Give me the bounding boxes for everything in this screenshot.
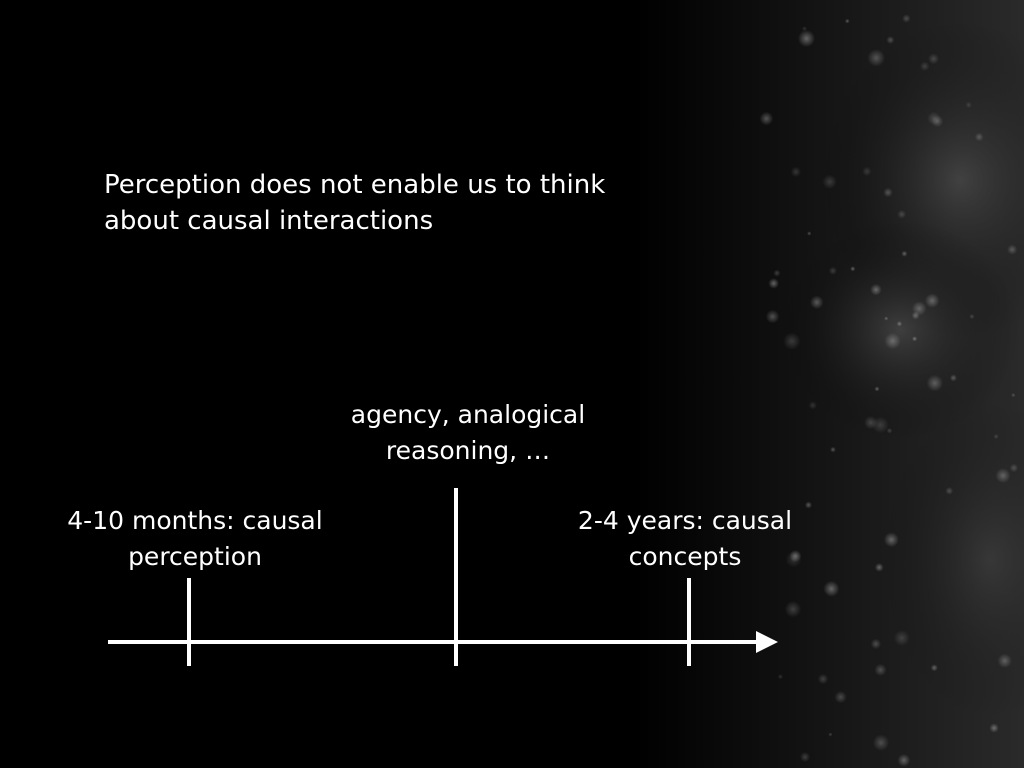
statement-line-2: about causal interactions — [104, 206, 434, 236]
bokeh-dot — [924, 293, 940, 308]
bokeh-dot — [883, 532, 899, 548]
bokeh-dot — [783, 332, 801, 350]
bokeh-dot — [850, 266, 856, 272]
bokeh-dot — [801, 26, 808, 32]
bokeh-dot — [830, 446, 836, 453]
milestone-label-line: reasoning, … — [385, 436, 551, 465]
bokeh-dot — [828, 266, 838, 275]
bokeh-dot — [874, 563, 884, 572]
bokeh-dot — [884, 316, 889, 321]
bokeh-dot — [911, 301, 927, 316]
bokeh-dot — [823, 580, 840, 597]
bokeh-dot — [872, 734, 890, 751]
bokeh-dot — [927, 111, 941, 126]
bokeh-dot — [930, 664, 938, 672]
bokeh-dot — [896, 321, 903, 327]
bokeh-dot — [773, 269, 781, 277]
bokeh-dot — [768, 278, 779, 289]
bokeh-dot — [828, 732, 833, 737]
bokeh-dot — [945, 487, 954, 495]
bokeh-dot — [989, 723, 999, 733]
bokeh-dot — [810, 295, 824, 310]
bokeh-dot — [759, 111, 774, 126]
bokeh-dot — [784, 600, 802, 618]
bokeh-dot — [897, 209, 907, 219]
bokeh-dot — [919, 61, 930, 72]
milestone-label-line: perception — [128, 542, 262, 571]
statement-line-1: Perception does not enable us to think — [104, 170, 606, 200]
milestone-label-agency-reasoning: agency, analogical reasoning, … — [318, 397, 618, 469]
slide-statement: Perception does not enable us to think a… — [104, 167, 664, 239]
bokeh-dot — [974, 132, 984, 142]
bokeh-dot — [949, 374, 958, 382]
milestone-label-causal-concepts: 2-4 years: causal concepts — [540, 503, 830, 575]
bokeh-dot — [777, 674, 784, 680]
bokeh-dot — [874, 663, 887, 677]
bokeh-dot — [965, 101, 972, 109]
milestone-label-causal-perception: 4-10 months: causal perception — [40, 503, 350, 575]
bokeh-dot — [765, 309, 780, 324]
bokeh-dot — [797, 29, 816, 48]
bokeh-dot — [969, 313, 975, 320]
bokeh-dot — [886, 427, 893, 434]
bokeh-dot — [817, 673, 829, 685]
milestone-label-line: concepts — [628, 542, 742, 571]
bokeh-dot — [995, 468, 1011, 484]
bokeh-dot — [883, 187, 893, 198]
bokeh-dot — [1009, 463, 1019, 473]
bokeh-dot — [872, 416, 889, 434]
bokeh-dot — [862, 166, 872, 177]
bokeh-dot — [912, 336, 918, 342]
bokeh-dot — [867, 49, 885, 67]
bokeh-dot — [808, 401, 817, 410]
milestone-label-line: 2-4 years: causal — [577, 506, 793, 535]
bokeh-dot — [804, 501, 813, 509]
bokeh-dot — [993, 433, 999, 440]
bokeh-dot — [1011, 392, 1016, 398]
bokeh-dot — [870, 283, 882, 296]
bokeh-dot — [807, 231, 812, 236]
bokeh-dot — [901, 250, 908, 257]
bokeh-dot — [799, 751, 811, 763]
milestone-label-line: 4-10 months: causal — [67, 506, 323, 535]
bokeh-dot — [897, 753, 911, 767]
bokeh-dot — [789, 549, 802, 563]
bokeh-dot — [884, 332, 901, 350]
bokeh-dot — [928, 53, 940, 65]
bokeh-dot — [902, 14, 911, 23]
bokeh-dot — [997, 653, 1012, 668]
bokeh-dot — [844, 18, 850, 24]
bokeh-dot — [1007, 244, 1018, 255]
bokeh-dot — [822, 174, 837, 189]
timeline-arrowhead — [756, 631, 778, 653]
bokeh-dot — [870, 638, 882, 650]
bokeh-dot — [886, 36, 895, 44]
bokeh-dot — [790, 166, 802, 178]
milestone-label-line: agency, analogical — [350, 400, 586, 429]
bokeh-dot — [926, 374, 944, 392]
bokeh-dot — [834, 690, 847, 704]
bokeh-dot — [874, 386, 880, 392]
bokeh-dot — [893, 630, 910, 646]
